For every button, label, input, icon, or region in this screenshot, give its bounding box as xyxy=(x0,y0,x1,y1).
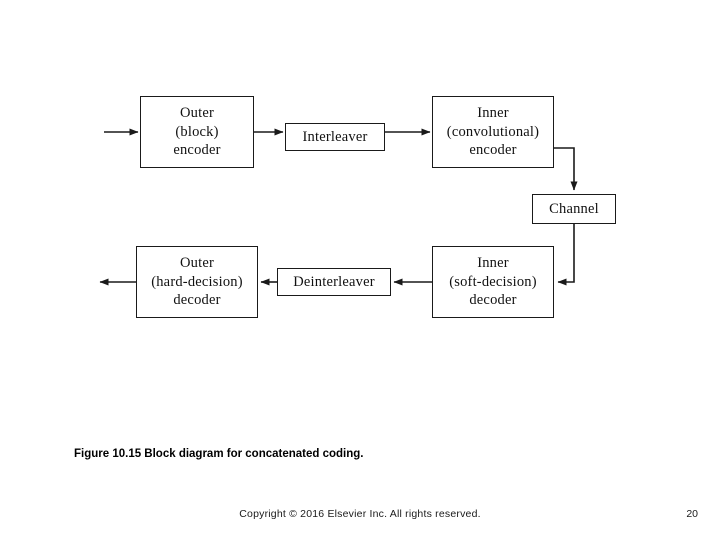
node-line: encoder xyxy=(469,142,517,159)
node-line: (soft-decision) xyxy=(449,273,537,290)
node-line: Outer xyxy=(179,105,214,122)
node-line: Inner xyxy=(477,255,509,272)
node-interleaver: Interleaver xyxy=(285,123,385,151)
node-line: decoder xyxy=(173,292,221,309)
node-inner-soft-decision-decoder: Inner (soft-decision) decoder xyxy=(432,246,554,318)
node-line: Interleaver xyxy=(302,128,368,145)
node-line: decoder xyxy=(469,292,517,309)
node-line: Deinterleaver xyxy=(293,273,375,290)
arrow-inner-encoder-to-channel xyxy=(554,147,578,191)
node-line: Outer xyxy=(179,255,214,272)
arrow-channel-to-inner-decoder xyxy=(557,224,575,286)
node-line: (block) xyxy=(175,123,219,140)
node-line: Channel xyxy=(549,200,599,217)
node-outer-block-encoder: Outer (block) encoder xyxy=(140,96,254,168)
node-line: Inner xyxy=(477,105,509,122)
node-line: (convolutional) xyxy=(446,123,540,140)
node-inner-convolutional-encoder: Inner (convolutional) encoder xyxy=(432,96,554,168)
node-deinterleaver: Deinterleaver xyxy=(277,268,391,296)
figure-caption: Figure 10.15 Block diagram for concatena… xyxy=(74,448,364,460)
node-channel: Channel xyxy=(532,194,616,224)
node-line: encoder xyxy=(173,142,221,159)
page-number: 20 xyxy=(686,508,698,520)
node-outer-hard-decision-decoder: Outer (hard-decision) decoder xyxy=(136,246,258,318)
node-line: (hard-decision) xyxy=(151,273,243,290)
copyright-notice: Copyright © 2016 Elsevier Inc. All right… xyxy=(239,508,481,520)
